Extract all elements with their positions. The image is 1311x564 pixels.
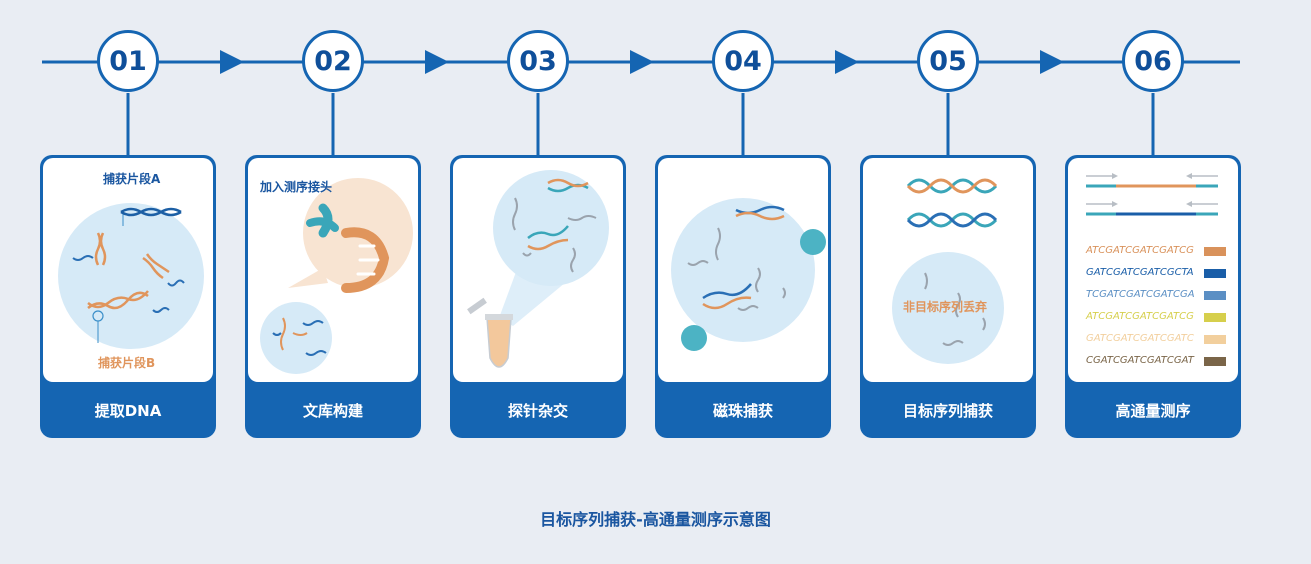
step-label-3: 探针杂交 [507, 401, 568, 420]
step-label-2: 文库构建 [302, 401, 363, 420]
timeline [42, 50, 1240, 155]
read-pair-icon [1086, 201, 1218, 216]
fragment-a-label: 捕获片段A [103, 172, 161, 186]
arrow-icon [220, 50, 244, 74]
diagram-caption: 目标序列捕获-高通量测序示意图 [540, 510, 771, 529]
target-capture-illustration [892, 178, 1004, 364]
sequence-text: CGATCGATCGATCGAT [1086, 355, 1194, 366]
step-label-4: 磁珠捕获 [712, 401, 773, 420]
sequence-read-1: ATCGATCGATCGATCG [1086, 245, 1226, 259]
adapter-label: 加入测序接头 [260, 180, 333, 194]
sequence-read-2: GATCGATCGATCGCTA [1086, 267, 1226, 281]
library-construction-illustration [260, 178, 413, 374]
read-alignment-illustration [1086, 173, 1218, 216]
card-illustration [658, 158, 828, 382]
sequence-read-5: GATCGATCGATCGATC [1086, 333, 1226, 347]
step-number-2: 02 [302, 30, 364, 92]
dna-extraction-illustration [58, 203, 204, 349]
step-number-5: 05 [917, 30, 979, 92]
step-number-1: 01 [97, 30, 159, 92]
magnetic-bead-icon [800, 229, 826, 255]
sequence-read-4: ATCGATCGATCGATCG [1086, 311, 1226, 325]
sequence-text: ATCGATCGATCGATCG [1086, 311, 1194, 322]
dna-icon [687, 227, 786, 311]
dna-icon [924, 272, 986, 346]
dna-icon [120, 207, 182, 217]
card-illustration: 非目标序列丢弃 [863, 158, 1033, 382]
step-card-2: 加入测序接头 文库构建 [245, 155, 421, 438]
dna-icon [87, 232, 170, 310]
dna-icon [280, 317, 308, 351]
sequence-swatch [1204, 357, 1226, 366]
step-label-5: 目标序列捕获 [902, 401, 993, 420]
step-label-6: 高通量测序 [1115, 401, 1191, 420]
sequence-swatch [1204, 291, 1226, 300]
tube-icon [467, 297, 513, 368]
sequence-read-3: TCGATCGATCGATCGA [1086, 289, 1226, 303]
dna-icon [702, 211, 785, 310]
step-number-4: 04 [712, 30, 774, 92]
dna-icon [512, 197, 597, 273]
probe-hybridization-illustration [467, 170, 609, 368]
sequence-read-6: CGATCGATCGATCGAT [1086, 355, 1226, 369]
read-pair-icon [1086, 173, 1218, 188]
step-card-1: 捕获片段A 捕获片段B 提取DNA [40, 155, 216, 438]
step-card-6: ATCGATCGATCGATCG GATCGATCGATCGCTA TCGATC… [1065, 155, 1241, 438]
sequence-swatch [1204, 247, 1226, 256]
card-illustration [453, 158, 623, 382]
bead-capture-illustration [671, 198, 826, 351]
fragment-b-label: 捕获片段B [98, 356, 156, 370]
magnetic-bead-icon [681, 325, 707, 351]
sequence-text: GATCGATCGATCGATC [1086, 333, 1194, 344]
step-card-4: 磁珠捕获 [655, 155, 831, 438]
dna-icon [906, 178, 998, 228]
step-label-1: 提取DNA [94, 401, 162, 420]
dna-icon [272, 320, 327, 356]
sequence-swatch [1204, 269, 1226, 278]
arrow-icon [630, 50, 654, 74]
step-number-6: 06 [1122, 30, 1184, 92]
card-illustration: ATCGATCGATCGATCG GATCGATCGATCGCTA TCGATC… [1068, 158, 1238, 382]
card-illustration: 加入测序接头 [248, 158, 418, 382]
step-card-3: 探针杂交 [450, 155, 626, 438]
step-number-3: 03 [507, 30, 569, 92]
arrow-icon [1040, 50, 1064, 74]
dna-icon [527, 178, 589, 251]
sequence-swatch [1204, 313, 1226, 322]
sequence-text: GATCGATCGATCGCTA [1086, 267, 1194, 278]
discard-label: 非目标序列丢弃 [903, 300, 988, 314]
sequence-text: TCGATCGATCGATCGA [1086, 289, 1195, 300]
card-illustration: 捕获片段A 捕获片段B [43, 158, 213, 382]
sequence-swatch [1204, 335, 1226, 344]
step-card-5: 非目标序列丢弃 目标序列捕获 [860, 155, 1036, 438]
arrow-icon [835, 50, 859, 74]
dna-icon [72, 255, 185, 313]
sequence-text: ATCGATCGATCGATCG [1086, 245, 1194, 256]
arrow-icon [425, 50, 449, 74]
adapter-dna-icon [306, 203, 390, 293]
